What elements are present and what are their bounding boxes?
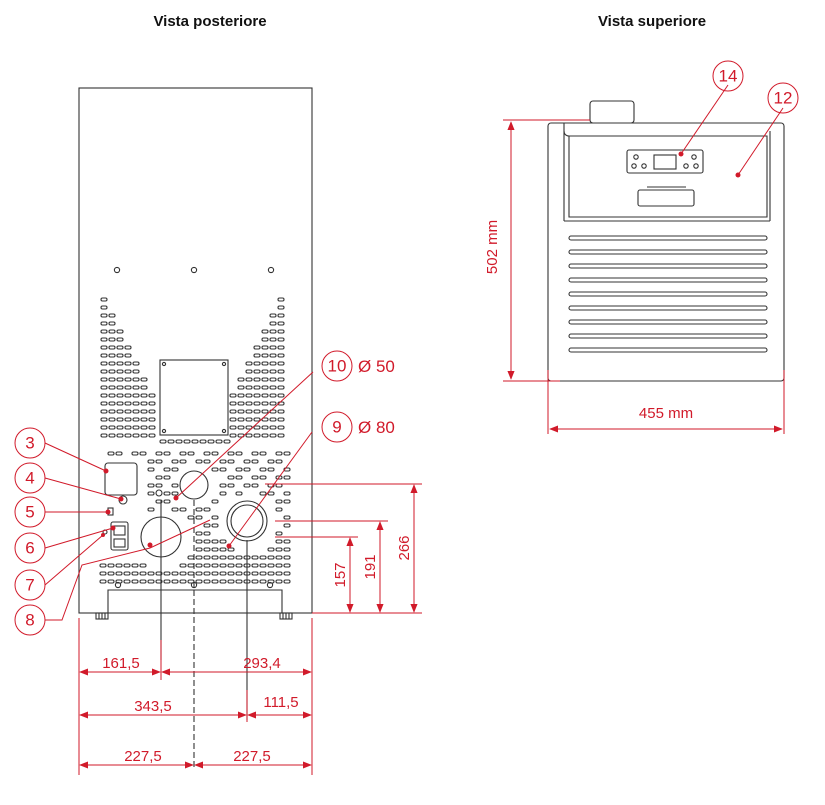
flue-collar <box>589 100 635 124</box>
callout-6: 6 <box>14 532 46 564</box>
callout-4-label: 4 <box>25 469 34 488</box>
pipe-80-diameter: Ø 80 <box>358 418 395 437</box>
dim-343-5: 343,5 <box>134 698 172 715</box>
ventilation-slots <box>99 297 291 584</box>
dim-455-mm: 455 mm <box>639 405 693 422</box>
dim-227-5-left: 227,5 <box>124 748 162 765</box>
dim-227-5-right: 227,5 <box>233 748 271 765</box>
dim-111-5: 111,5 <box>263 694 298 711</box>
top-dimensions: 502 mm 455 mm <box>484 119 785 434</box>
callout-3: 3 <box>14 427 46 459</box>
callout-8: 8 <box>14 604 46 636</box>
callout-14-label: 14 <box>719 67 738 86</box>
top-grille <box>568 235 768 353</box>
dim-191: 191 <box>362 554 379 579</box>
rear-square-outlet <box>104 462 138 496</box>
rear-view-title: Vista posteriore <box>153 13 266 30</box>
callout-10: 10 Ø 50 <box>321 350 395 382</box>
pipe-50-outlet <box>179 470 209 500</box>
callout-10-label: 10 <box>328 357 347 376</box>
control-display <box>653 154 677 170</box>
callout-6-label: 6 <box>25 539 34 558</box>
top-view-title: Vista superiore <box>598 13 706 30</box>
rear-plinth <box>107 589 283 613</box>
callout-7: 7 <box>14 569 46 601</box>
rear-callouts: 3 4 5 6 7 8 9 Ø 80 10 Ø 50 <box>14 350 395 636</box>
rear-tiny-hole <box>155 489 163 497</box>
feet <box>95 612 293 620</box>
top-handle <box>637 189 695 207</box>
control-panel <box>626 149 704 174</box>
callout-5: 5 <box>14 496 46 528</box>
callout-3-label: 3 <box>25 434 34 453</box>
rear-view <box>78 87 313 770</box>
callout-12: 12 <box>767 82 799 114</box>
pipe-50-diameter: Ø 50 <box>358 357 395 376</box>
top-outline <box>547 122 785 382</box>
dim-293-4: 293,4 <box>243 655 281 672</box>
callout-5-label: 5 <box>25 503 34 522</box>
callout-9: 9 Ø 80 <box>321 411 395 443</box>
rear-panel-outline <box>78 87 313 614</box>
dim-161-5: 161,5 <box>102 655 140 672</box>
dim-502-mm: 502 mm <box>484 220 501 274</box>
callout-14: 14 <box>712 60 744 92</box>
top-view: 14 12 <box>547 60 799 382</box>
dim-157: 157 <box>332 562 349 587</box>
rear-switch-block <box>110 521 129 551</box>
callout-8-label: 8 <box>25 611 34 630</box>
callout-9-label: 9 <box>332 418 341 437</box>
callout-7-label: 7 <box>25 576 34 595</box>
dim-266: 266 <box>396 535 413 560</box>
top-lid <box>563 123 768 218</box>
callout-12-label: 12 <box>774 89 793 108</box>
mounting-holes <box>113 266 275 589</box>
inspection-hatch <box>159 359 229 436</box>
rear-dimensions: 161,5 293,4 343,5 111,5 227,5 227,5 157 … <box>78 483 422 775</box>
callout-4: 4 <box>14 462 46 494</box>
